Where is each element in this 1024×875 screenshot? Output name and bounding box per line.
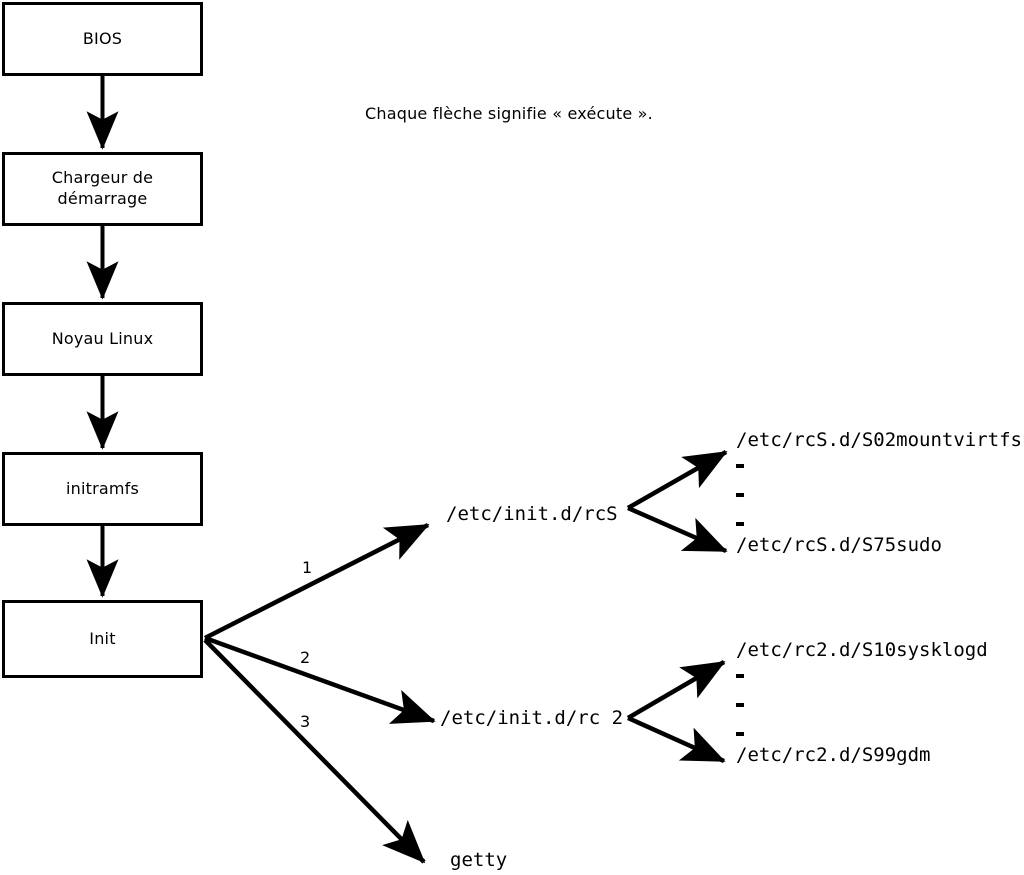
node-init-label: Init — [89, 628, 116, 648]
node-kernel[interactable]: Noyau Linux — [2, 302, 203, 376]
arrow-rcs-to-last-script — [627, 505, 728, 554]
ellipsis-dot — [736, 493, 744, 497]
ellipsis-rc2-d — [736, 674, 750, 736]
arrow-rc2-to-last-script — [627, 715, 726, 764]
label-getty[interactable]: getty — [450, 849, 508, 871]
label-rc2-d-first[interactable]: /etc/rc2.d/S10sysklogd — [736, 639, 988, 661]
label-rcs-d-last[interactable]: /etc/rcS.d/S75sudo — [736, 534, 942, 556]
arrow-init-to-rcs — [203, 522, 430, 641]
ellipsis-dot — [736, 703, 744, 707]
arrow-init-to-getty — [203, 638, 426, 864]
edge-number-1: 1 — [302, 558, 313, 577]
arrow-init-to-rc2 — [204, 635, 436, 724]
label-rc2-script[interactable]: /etc/init.d/rc 2 — [440, 707, 624, 729]
node-kernel-label: Noyau Linux — [51, 328, 154, 348]
edge-number-3: 3 — [300, 712, 311, 731]
label-rcs-d-first[interactable]: /etc/rcS.d/S02mountvirtfs — [736, 429, 1022, 451]
arrow-rcs-to-first-script — [626, 450, 728, 510]
node-bios[interactable]: BIOS — [2, 2, 203, 76]
ellipsis-dot — [736, 464, 744, 468]
node-bios-label: BIOS — [82, 28, 123, 48]
ellipsis-rcs-d — [736, 464, 750, 526]
node-initramfs-label: initramfs — [65, 478, 140, 498]
ellipsis-dot — [736, 732, 744, 736]
arrow-rc2-to-first-script — [626, 660, 726, 720]
ellipsis-dot — [736, 522, 744, 526]
label-rcs-script[interactable]: /etc/init.d/rcS — [446, 503, 618, 525]
node-initramfs[interactable]: initramfs — [2, 452, 203, 526]
node-init[interactable]: Init — [2, 600, 203, 678]
label-rc2-d-last[interactable]: /etc/rc2.d/S99gdm — [736, 744, 931, 766]
edge-number-2: 2 — [300, 648, 311, 667]
ellipsis-dot — [736, 674, 744, 678]
diagram-caption: Chaque flèche signifie « exécute ». — [365, 104, 653, 123]
